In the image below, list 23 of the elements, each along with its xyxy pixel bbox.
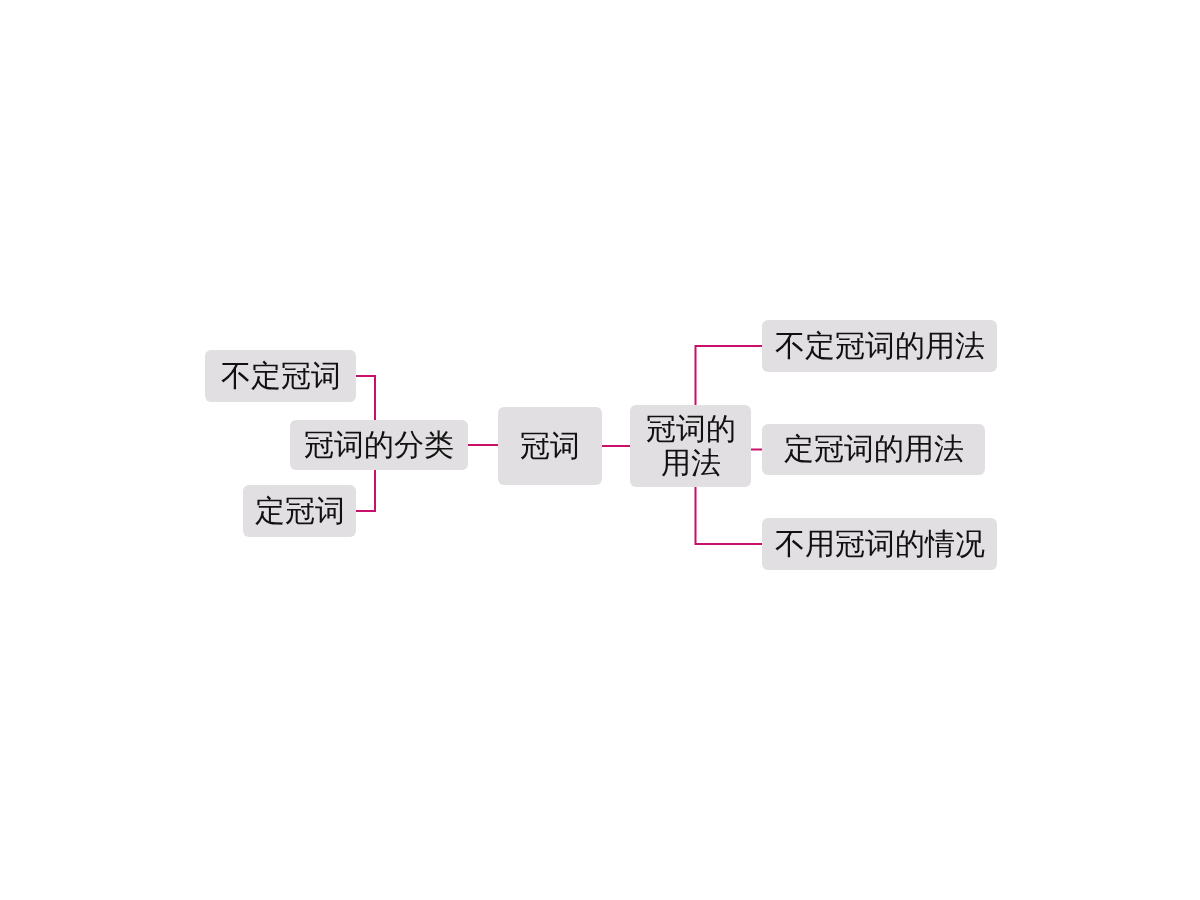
connector-line [467, 444, 499, 446]
topic-box [762, 320, 997, 372]
connector-line [694, 486, 763, 545]
topic-label: 定冠词 [254, 493, 345, 529]
topic-label: 不用冠词的情况 [774, 526, 985, 562]
connector-line [355, 375, 376, 421]
topic-box [498, 407, 602, 485]
topic-box [630, 405, 751, 487]
topic-box [762, 424, 985, 475]
topic-box [762, 518, 997, 570]
connector-line [601, 445, 631, 447]
connector-line [694, 345, 763, 406]
connector-line [750, 448, 763, 451]
topic-label: 冠词 [520, 428, 580, 464]
topic-label: 冠词的用法 [644, 411, 737, 481]
connector-line [355, 469, 376, 512]
topic-label: 冠词的分类 [304, 427, 454, 463]
topic-box [290, 420, 468, 470]
topic-label: 定冠词的用法 [783, 432, 964, 467]
topic-box [205, 350, 356, 402]
topic-box [243, 485, 356, 537]
topic-label: 不定冠词 [220, 358, 341, 394]
topic-label: 不定冠词的用法 [774, 328, 985, 364]
